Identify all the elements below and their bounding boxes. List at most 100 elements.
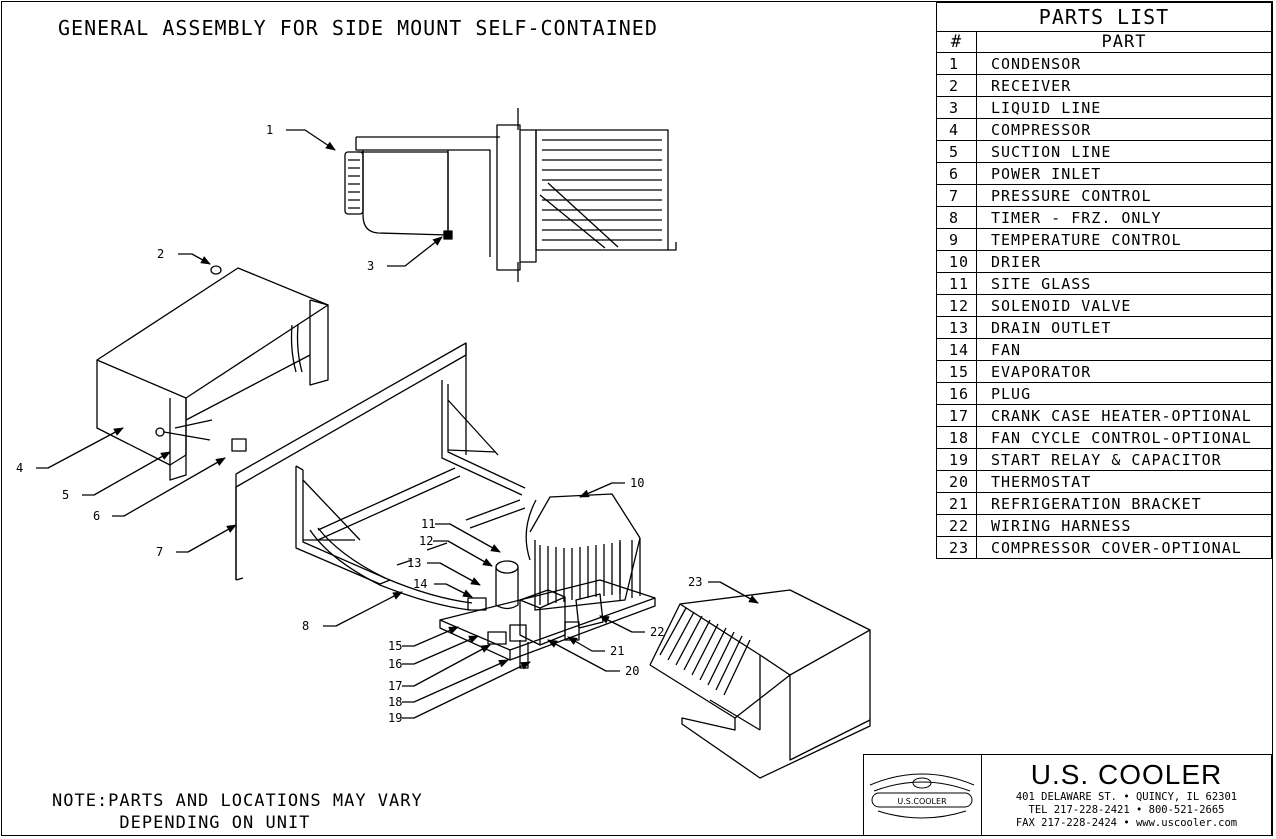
part-number: 1 (936, 52, 977, 75)
callout-7: 18 (388, 695, 402, 709)
compressor-cover-drawing (649, 589, 871, 779)
part-number: 23 (936, 536, 977, 559)
callout-20: 2 (157, 247, 164, 261)
part-name: DRAIN OUTLET (976, 316, 1272, 339)
note-text: NOTE:PARTS AND LOCATIONS MAY VARY DEPEND… (52, 790, 423, 834)
part-number: 18 (936, 426, 977, 449)
callout-8: 17 (388, 679, 402, 693)
callout-5: 15 (388, 639, 402, 653)
callout-1: 10 (630, 476, 644, 490)
parts-col-part: PART (976, 31, 1272, 53)
part-name: FAN CYCLE CONTROL-OPTIONAL (976, 426, 1272, 449)
company-fax-web: FAX 217-228-2424 • www.uscooler.com (1015, 817, 1238, 829)
callout-2: 11 (421, 517, 435, 531)
company-logo: U.S.COOLER (864, 755, 982, 835)
part-name: TIMER - FRZ. ONLY (976, 206, 1272, 229)
part-name: WIRING HARNESS (976, 514, 1272, 537)
leader-lines (36, 129, 759, 719)
part-number: 17 (936, 404, 977, 427)
part-number: 14 (936, 338, 977, 361)
part-name: EVAPORATOR (976, 360, 1272, 383)
company-name: U.S. COOLER (1030, 759, 1223, 790)
part-name: TEMPERATURE CONTROL (976, 228, 1272, 251)
part-number: 7 (936, 184, 977, 207)
parts-col-number: # (936, 31, 977, 53)
part-name: LIQUID LINE (976, 96, 1272, 119)
part-name: FAN (976, 338, 1272, 361)
callout-labels: 1 2 3 4 5 6 7 8 10 11 12 13 14 15 16 17 … (16, 123, 702, 725)
part-name: COMPRESSOR (976, 118, 1272, 141)
logo-text: U.S.COOLER (897, 797, 947, 806)
part-number: 10 (936, 250, 977, 273)
part-number: 3 (936, 96, 977, 119)
evaporator-box-drawing (96, 265, 329, 481)
company-address: 401 DELAWARE ST. • QUINCY, IL 62301 (1015, 791, 1238, 803)
part-name: START RELAY & CAPACITOR (976, 448, 1272, 471)
part-number: 19 (936, 448, 977, 471)
part-name: RECEIVER (976, 74, 1272, 97)
part-number: 22 (936, 514, 977, 537)
callout-11: 13 (407, 556, 421, 570)
part-name: CRANK CASE HEATER-OPTIONAL (976, 404, 1272, 427)
callout-4: 19 (388, 711, 402, 725)
part-name: POWER INLET (976, 162, 1272, 185)
part-name: PLUG (976, 382, 1272, 405)
part-name: DRIER (976, 250, 1272, 273)
part-name: COMPRESSOR COVER-OPTIONAL (976, 536, 1272, 559)
callout-21: 5 (62, 488, 69, 502)
callout-17: 20 (625, 664, 639, 678)
callout-22: 8 (302, 619, 309, 633)
part-name: PRESSURE CONTROL (976, 184, 1272, 207)
part-name: THERMOSTAT (976, 470, 1272, 493)
callout-13: 3 (367, 259, 374, 273)
callout-3: 12 (419, 534, 433, 548)
title-block: U.S.COOLER U.S. COOLER 401 DELAWARE ST. … (863, 754, 1272, 836)
note-line-1: NOTE:PARTS AND LOCATIONS MAY VARY (52, 791, 423, 811)
drawing-title: GENERAL ASSEMBLY FOR SIDE MOUNT SELF-CON… (58, 16, 658, 40)
part-number: 8 (936, 206, 977, 229)
company-phone: TEL 217-228-2421 • 800-521-2665 (1028, 804, 1225, 816)
callout-16: 7 (156, 545, 163, 559)
note-line-2: DEPENDING ON UNIT (119, 813, 311, 833)
part-number: 4 (936, 118, 977, 141)
part-number: 11 (936, 272, 977, 295)
part-name: REFRIGERATION BRACKET (976, 492, 1272, 515)
callout-14: 1 (266, 123, 273, 137)
part-number: 2 (936, 74, 977, 97)
condensing-unit-drawing (309, 493, 656, 669)
part-number: 16 (936, 382, 977, 405)
part-number: 6 (936, 162, 977, 185)
part-number: 12 (936, 294, 977, 317)
company-info: U.S. COOLER 401 DELAWARE ST. • QUINCY, I… (982, 755, 1271, 835)
parts-list-title: PARTS LIST (936, 2, 1272, 32)
part-number: 13 (936, 316, 977, 339)
callout-12: 6 (93, 509, 100, 523)
callout-23: 23 (688, 575, 702, 589)
callout-15: 4 (16, 461, 23, 475)
part-number: 15 (936, 360, 977, 383)
part-number: 5 (936, 140, 977, 163)
part-name: SOLENOID VALVE (976, 294, 1272, 317)
callout-10: 14 (413, 577, 427, 591)
